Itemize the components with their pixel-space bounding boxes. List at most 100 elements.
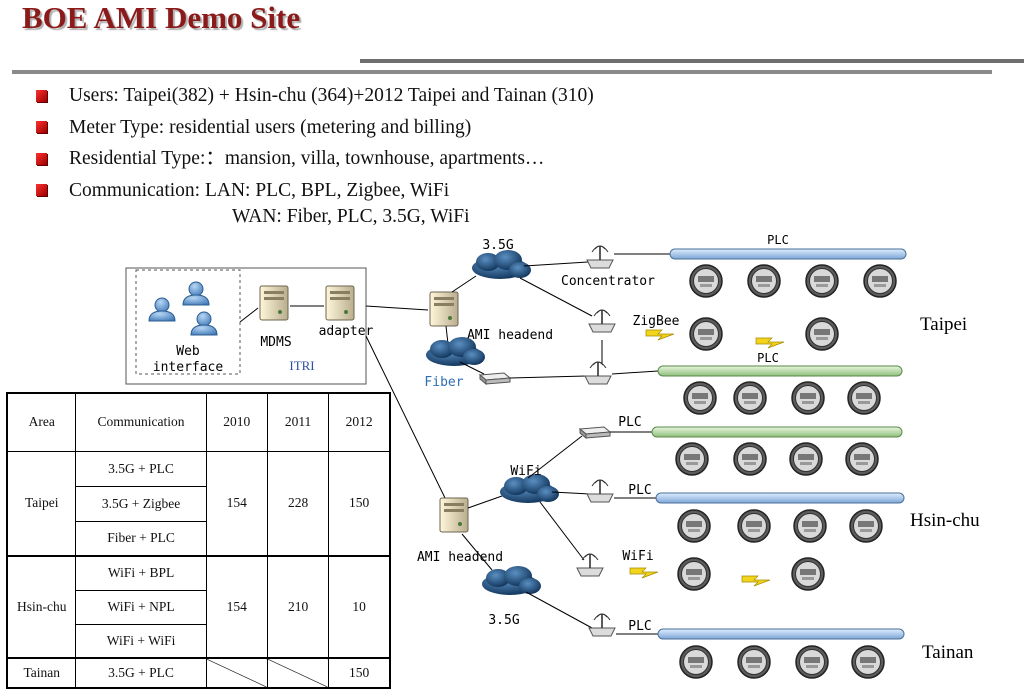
wifi-antenna-icon bbox=[576, 553, 604, 577]
bullet-text: Residential Type:：mansion, villa, townho… bbox=[69, 148, 545, 169]
plc-bus-1 bbox=[669, 248, 907, 260]
meter-icon bbox=[689, 264, 723, 298]
meter-icon bbox=[795, 645, 829, 679]
itri-label: ITRI bbox=[289, 358, 314, 373]
table-header-row: Area Communication 2010 2011 2012 bbox=[6, 392, 391, 452]
zigbee-antenna-icon bbox=[588, 309, 616, 333]
bullet-text: Meter Type: residential users (metering … bbox=[69, 116, 472, 138]
table-header: Communication bbox=[75, 392, 207, 452]
communication-cell: WiFi + WiFi bbox=[75, 623, 207, 659]
meter-icon bbox=[737, 509, 771, 543]
plc-bus-5 bbox=[657, 628, 905, 640]
plc-label: PLC bbox=[767, 233, 789, 247]
square-bullet-icon bbox=[36, 184, 47, 197]
meter-group-3 bbox=[675, 442, 879, 476]
meter-icon bbox=[675, 442, 709, 476]
empty-value-cell bbox=[205, 657, 268, 689]
table-row: WiFi + WiFi bbox=[7, 623, 390, 659]
bullet-item: Users: Taipei(382) + Hsin-chu (364)+2012… bbox=[36, 80, 594, 112]
web-interface-label: Web bbox=[176, 344, 200, 359]
plc-antenna-icon bbox=[588, 613, 616, 637]
itri-system-box bbox=[125, 267, 367, 385]
communication-cell: Fiber + PLC bbox=[75, 520, 207, 557]
meter-icon bbox=[737, 645, 771, 679]
mdms-label: MDMS bbox=[260, 335, 291, 350]
cloud-3-5g-top-label: 3.5G bbox=[482, 238, 513, 253]
region-label-taipei: Taipei bbox=[920, 314, 967, 335]
value-cell: 10 bbox=[328, 555, 391, 659]
table-row: Taipei 3.5G + PLC 154 228 150 bbox=[6, 450, 391, 557]
ami-headend-bottom-icon bbox=[439, 497, 469, 533]
table-header: Area bbox=[6, 392, 77, 452]
communication-cell: 3.5G + PLC bbox=[75, 657, 207, 689]
area-cell: Hsin-chu bbox=[6, 555, 77, 659]
square-bullet-icon bbox=[36, 121, 47, 134]
plc-bus-4 bbox=[655, 492, 905, 504]
meter-icon bbox=[793, 509, 827, 543]
communication-cell: 3.5G + PLC bbox=[75, 450, 207, 487]
cloud-3-5g-bottom-label: 3.5G bbox=[488, 613, 519, 628]
ami-headend-bottom-label: AMI headend bbox=[417, 550, 503, 565]
plc-antenna-icon bbox=[584, 361, 612, 385]
meter-icon bbox=[789, 442, 823, 476]
web-interface-label: interface bbox=[153, 360, 224, 375]
adapter-label: adapter bbox=[319, 324, 374, 339]
communication-cell: 3.5G + Zigbee bbox=[75, 485, 207, 522]
plc-switch-icon bbox=[579, 426, 611, 439]
communication-cell: WiFi + BPL bbox=[75, 555, 207, 591]
concentrator-icon bbox=[586, 245, 614, 269]
region-label-tainan: Tainan bbox=[922, 642, 974, 663]
wan-text: WAN: Fiber, PLC, 3.5G, WiFi bbox=[232, 206, 470, 227]
table-row: 3.5G + Zigbee bbox=[7, 485, 390, 522]
adapter-server-icon bbox=[325, 285, 355, 321]
mdms-server-icon bbox=[259, 285, 289, 321]
region-label-hsinchu: Hsin-chu bbox=[910, 510, 980, 531]
cloud-3-5g-bottom-icon bbox=[482, 566, 541, 595]
plc-bus-2 bbox=[657, 365, 903, 377]
deployment-table: Area Communication 2010 2011 2012 Taipei… bbox=[6, 392, 391, 689]
table-header: 2012 bbox=[328, 392, 391, 452]
value-cell: 150 bbox=[328, 450, 391, 557]
cloud-wifi-label: WiFi bbox=[510, 464, 541, 479]
wireless-bolt-icon bbox=[741, 575, 771, 587]
meter-group-4 bbox=[677, 509, 883, 543]
bullet-item: Residential Type:：mansion, villa, townho… bbox=[36, 143, 594, 175]
value-cell: 228 bbox=[266, 450, 330, 557]
meter-group-1 bbox=[689, 264, 897, 298]
plc-label: PLC bbox=[628, 483, 651, 498]
ami-headend-top-label: AMI headend bbox=[467, 328, 553, 343]
users-icon bbox=[148, 281, 218, 336]
fiber-switch-icon bbox=[479, 372, 511, 385]
plc-bus-3 bbox=[651, 426, 903, 438]
table-header: 2011 bbox=[266, 392, 330, 452]
meter-icon bbox=[847, 381, 881, 415]
plc-label: PLC bbox=[618, 415, 641, 430]
page-title: BOE AMI Demo Site bbox=[22, 0, 301, 35]
title-rule-top bbox=[360, 59, 1024, 63]
table-row: Fiber + PLC bbox=[7, 520, 390, 557]
meter-icon bbox=[791, 557, 825, 591]
meter-icon bbox=[791, 381, 825, 415]
value-cell: 210 bbox=[266, 555, 330, 659]
wifi-link-label: WiFi bbox=[622, 549, 653, 564]
table-header: 2010 bbox=[205, 392, 268, 452]
meter-icon bbox=[689, 317, 723, 351]
empty-value-cell bbox=[266, 657, 330, 689]
meter-icon bbox=[677, 557, 711, 591]
meter-icon bbox=[747, 264, 781, 298]
table-row: WiFi + NPL bbox=[7, 589, 390, 625]
plc-label: PLC bbox=[757, 351, 779, 365]
meter-icon bbox=[805, 317, 839, 351]
communication-cell: WiFi + NPL bbox=[75, 589, 207, 625]
ami-headend-top-icon bbox=[429, 291, 459, 327]
bullet-list: Users: Taipei(382) + Hsin-chu (364)+2012… bbox=[36, 80, 594, 206]
meter-icon bbox=[805, 264, 839, 298]
value-cell: 154 bbox=[205, 555, 268, 659]
meter-group-2 bbox=[683, 381, 881, 415]
bullet-text: Communication: LAN: PLC, BPL, Zigbee, Wi… bbox=[69, 179, 450, 201]
bullet-item: Communication: LAN: PLC, BPL, Zigbee, Wi… bbox=[36, 175, 594, 207]
square-bullet-icon bbox=[36, 152, 47, 165]
plc-label: PLC bbox=[628, 619, 651, 634]
title-rule-bottom bbox=[12, 70, 992, 74]
